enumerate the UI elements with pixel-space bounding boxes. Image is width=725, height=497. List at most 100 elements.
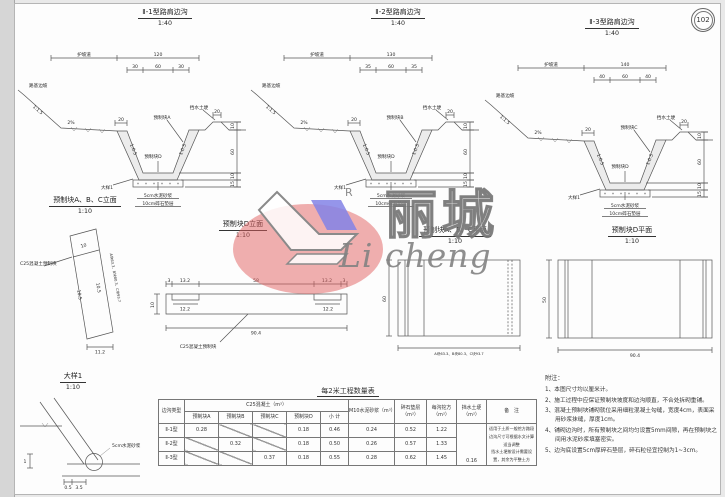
dim-overall: 120 bbox=[154, 52, 163, 58]
col-remark: 备 注 bbox=[486, 399, 538, 424]
embankment-label: 路基边坡 bbox=[496, 92, 515, 99]
drawing-title: 大样1 bbox=[59, 372, 87, 383]
page-number-badge: 102 bbox=[691, 8, 715, 32]
col-excav: 每沟挖方（m³） bbox=[426, 399, 458, 424]
dim-mound-width: 20 bbox=[447, 109, 453, 115]
dim-lip2: 13.2 bbox=[322, 278, 332, 284]
dimension-lines bbox=[27, 453, 87, 485]
drawing-scale: 1:40 bbox=[604, 29, 620, 37]
dim-mound-h: 10 bbox=[230, 123, 236, 129]
drawing-title: 预制块A、B、C立面 bbox=[49, 196, 121, 207]
table-row: Ⅱ-1型 0.28 0.18 0.46 0.24 0.52 1.22 0.16 … bbox=[158, 423, 538, 466]
col-mortar: M10水泥砂浆（m³） bbox=[348, 399, 396, 424]
dim-lining-top: 20 bbox=[118, 117, 124, 123]
table-row: Ⅱ-3型 0.37 0.18 0.55 0.28 0.62 1.45 bbox=[158, 450, 537, 466]
embankment-slope: 1:1.5 bbox=[31, 104, 44, 116]
detail-lines bbox=[20, 397, 140, 477]
gravel-label: 10cm碎石垫层 bbox=[375, 200, 407, 207]
page-number: 102 bbox=[696, 16, 710, 24]
dim-depth: 60 bbox=[463, 149, 469, 155]
mortar-label: 5cm水泥砂浆 bbox=[112, 442, 141, 449]
dim-end2: 3 bbox=[343, 278, 346, 284]
dim-height: 50 bbox=[542, 297, 548, 303]
inner-slope-right: 1:0.5 bbox=[645, 153, 655, 166]
dimension-lines bbox=[50, 55, 241, 207]
inner-slope-right: 1:0.5 bbox=[411, 143, 421, 156]
mortar-label: 5cm水泥砂浆 bbox=[611, 202, 640, 209]
dimension-lines bbox=[283, 55, 474, 207]
dim-bottom: 11.2 bbox=[95, 350, 105, 356]
drawing-scale: 1:40 bbox=[390, 19, 406, 27]
empty-cell bbox=[184, 450, 219, 466]
cell-b: 0.32 bbox=[218, 436, 253, 452]
empty-cell bbox=[252, 423, 287, 438]
dim-overall: 90.4 bbox=[251, 331, 261, 337]
dim-end: 3 bbox=[168, 278, 171, 284]
table-title: 每2米工程数量表 bbox=[317, 387, 379, 397]
detail-ref: 大样1 bbox=[334, 184, 346, 191]
ground-lines bbox=[17, 89, 246, 134]
ground-lines bbox=[484, 99, 713, 144]
block-outline bbox=[557, 259, 713, 339]
dim-overall: 140 bbox=[621, 62, 630, 68]
bottom-block-label: 预制块D bbox=[611, 163, 629, 170]
dim-side2: 10.5 bbox=[94, 282, 102, 293]
dim-seg-mid: 60 bbox=[388, 64, 394, 70]
dim-notch2: 12.2 bbox=[323, 307, 333, 313]
labels: 10 10.5 10.5 A块63.3、B块80.3、C块93.7 11.2 C… bbox=[20, 242, 122, 355]
cell-excav: 1.22 bbox=[426, 423, 458, 438]
cross-section-drawing: 护坡道 140 40 60 40 路基边坡 1:1.5 2% 20 20 预制块… bbox=[484, 61, 713, 217]
embankment-slope: 1:1.5 bbox=[264, 104, 277, 116]
dim-mound-width: 20 bbox=[214, 109, 220, 115]
drawing-scale: 1:10 bbox=[624, 237, 640, 245]
dim-mound-h: 10 bbox=[697, 133, 703, 139]
mound-label: 挡水土埂 bbox=[423, 104, 442, 111]
width-note: A块63.3、B块80.3、C块93.7 bbox=[434, 351, 483, 356]
dim-mound-width: 20 bbox=[681, 119, 687, 125]
bottom-block-label: 预制块D bbox=[144, 153, 162, 160]
embankment-label: 路基边坡 bbox=[262, 82, 281, 89]
block-abc-elevation-drawing: 10 10.5 10.5 A块63.3、B块80.3、C块93.7 11.2 C… bbox=[20, 228, 122, 356]
dim-height: 10 bbox=[150, 302, 156, 308]
quantity-table-section: 每2米工程数量表 边沟类型 C25混凝土（m³） M10水泥砂浆（m³） 碎石垫… bbox=[158, 386, 538, 466]
cell-c: 0.37 bbox=[252, 450, 287, 466]
dim-lip: 13.2 bbox=[180, 278, 190, 284]
drawing-scale: 1:10 bbox=[447, 237, 463, 245]
bottom-block-label: 预制块D bbox=[377, 153, 395, 160]
cross-section-3: Ⅱ-3型路肩边沟 1:40 护坡道 bbox=[482, 18, 717, 223]
block-d-plan: 预制块D平面 1:10 50 90.4 bbox=[540, 226, 725, 366]
dim-top: 10 bbox=[80, 242, 87, 249]
berm-label: 护坡道 bbox=[310, 51, 324, 58]
inner-slope-left: 1:0.5 bbox=[128, 143, 138, 156]
cross-fall: 2% bbox=[67, 120, 75, 126]
dim-depth: 60 bbox=[230, 149, 236, 155]
block-d-elevation: 预制块D立面 1:10 3 13.2 58 13.2 3 12.2 12.2 1… bbox=[148, 220, 378, 360]
note-item: 2、施工过程中应保证预制块坡度和边沟顺直，不合处拆砌重铺。 bbox=[545, 397, 708, 404]
cross-fall: 2% bbox=[300, 120, 308, 126]
dim-width: 90.4 bbox=[630, 353, 640, 359]
block-abc-elevation: 预制块A、B、C立面 1:10 10 10.5 10.5 A块63.3、B块80… bbox=[18, 196, 178, 361]
dim-lining-top: 20 bbox=[351, 117, 357, 123]
cell-excav: 1.33 bbox=[426, 436, 458, 452]
drawing-scale: 1:10 bbox=[235, 231, 251, 239]
drawing-scale: 1:10 bbox=[65, 383, 81, 391]
labels: 5cm水泥砂浆 1 0.5 3.5 bbox=[24, 442, 141, 491]
dim-a: 1 bbox=[24, 459, 27, 465]
cell-d: 0.18 bbox=[286, 423, 321, 438]
dim-seg-mid: 60 bbox=[155, 64, 161, 70]
detail-1-drawing: 5cm水泥砂浆 1 0.5 3.5 bbox=[20, 397, 141, 491]
cell-excav: 1.45 bbox=[426, 450, 458, 466]
dim-bed: 15 bbox=[463, 181, 469, 187]
block-d-plan-drawing: 50 90.4 bbox=[542, 259, 713, 359]
block-outline bbox=[397, 259, 521, 337]
col-block-d: 预制块D bbox=[286, 411, 321, 424]
note-item: 5、边沟底设置5cm厚碎石垫层，碎石粒径宜控制为1~3cm。 bbox=[545, 447, 702, 454]
col-type: 边沟类型 bbox=[158, 399, 185, 424]
dim-seg-left: 40 bbox=[599, 74, 605, 80]
remark-line: 挡水土埂按设计需要设置，其余为平整土方 bbox=[491, 449, 532, 463]
dim-seg-left: 35 bbox=[365, 64, 371, 70]
drawing-title: 预制块D立面 bbox=[218, 220, 268, 231]
dim-seg-right: 30 bbox=[178, 64, 184, 70]
slope-block-label: 预制块C bbox=[621, 124, 638, 131]
cross-section-drawing: 护坡道 120 30 60 30 路基边坡 1:1.5 2% 20 20 预制块… bbox=[17, 51, 246, 207]
